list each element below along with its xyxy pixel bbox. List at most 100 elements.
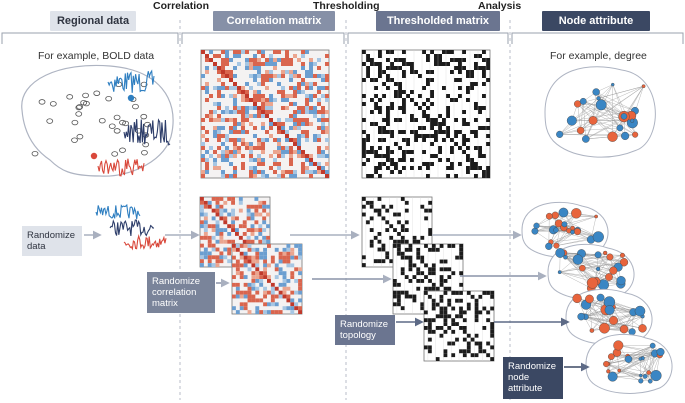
matrix-cell xyxy=(317,146,321,150)
matrix-cell xyxy=(365,220,370,225)
matrix-cell xyxy=(381,204,386,209)
matrix-cell xyxy=(258,204,263,209)
matrix-cell xyxy=(293,102,297,106)
matrix-cell xyxy=(486,126,490,130)
network-node xyxy=(609,316,618,325)
matrix-cell xyxy=(273,62,277,66)
matrix-cell xyxy=(203,212,208,217)
matrix-cell xyxy=(450,150,454,154)
network-edge xyxy=(592,86,644,121)
matrix-cell xyxy=(251,259,256,264)
matrix-cell xyxy=(430,126,434,130)
matrix-cell xyxy=(215,197,220,201)
matrix-cell xyxy=(309,58,313,62)
matrix-cell xyxy=(250,212,255,217)
matrix-cell xyxy=(431,329,436,334)
matrix-cell xyxy=(253,174,257,178)
matrix-cell xyxy=(428,279,432,283)
matrix-cell xyxy=(261,62,265,66)
matrix-cell xyxy=(297,146,301,150)
matrix-cell xyxy=(435,247,440,252)
matrix-cell xyxy=(369,239,374,244)
matrix-cell xyxy=(242,239,247,244)
matrix-cell xyxy=(255,290,260,295)
matrix-cell xyxy=(422,134,426,138)
matrix-cell xyxy=(233,142,237,146)
matrix-cell xyxy=(227,224,232,229)
matrix-cell xyxy=(402,90,406,94)
matrix-cell xyxy=(486,341,491,346)
matrix-cell xyxy=(267,275,271,279)
matrix-cell xyxy=(281,70,285,74)
matrix-cell xyxy=(459,314,463,319)
matrix-cell xyxy=(427,294,432,299)
brain-node xyxy=(93,90,101,96)
matrix-cell xyxy=(242,220,247,225)
matrix-cell xyxy=(443,329,448,334)
matrix-cell xyxy=(386,50,390,54)
matrix-cell xyxy=(447,275,452,279)
matrix-cell xyxy=(265,138,269,142)
matrix-cell xyxy=(438,130,442,134)
matrix-cell xyxy=(438,158,442,162)
network-node xyxy=(603,250,608,256)
matrix-cell xyxy=(370,150,374,154)
matrix-cell xyxy=(273,162,277,166)
matrix-cell xyxy=(427,322,432,326)
brain-node xyxy=(75,111,83,117)
matrix-cell xyxy=(474,66,478,70)
matrix-cell xyxy=(305,98,309,102)
network-node xyxy=(604,305,615,315)
stage-label-correlation: Correlation xyxy=(153,0,210,12)
matrix-cell xyxy=(213,134,217,138)
matrix-cell xyxy=(378,154,382,158)
matrix-cell xyxy=(482,58,486,62)
matrix-cell xyxy=(266,204,270,209)
matrix-cell xyxy=(245,130,249,134)
matrix-cell xyxy=(374,150,378,154)
matrix-cell xyxy=(385,208,390,213)
matrix-cell xyxy=(293,70,297,74)
matrix-cell xyxy=(458,66,462,70)
matrix-cell xyxy=(446,126,450,130)
matrix-cell xyxy=(289,126,293,130)
matrix-cell xyxy=(281,106,285,110)
matrix-cell xyxy=(428,208,432,213)
matrix-cell xyxy=(305,106,309,110)
matrix-cell xyxy=(390,134,394,138)
matrix-cell xyxy=(261,142,265,146)
matrix-cell xyxy=(386,150,390,154)
matrix-cell xyxy=(404,290,409,295)
matrix-cell xyxy=(486,174,490,178)
brain-node xyxy=(119,147,126,153)
matrix-cell xyxy=(389,259,394,264)
network-node xyxy=(638,324,647,333)
matrix-cell xyxy=(233,154,237,158)
matrix-cell xyxy=(270,302,275,307)
network-node xyxy=(589,328,595,333)
matrix-cell xyxy=(455,337,459,342)
matrix-cell xyxy=(211,243,216,248)
matrix-cell xyxy=(474,130,478,134)
matrix-cell xyxy=(398,90,402,94)
matrix-cell xyxy=(365,200,370,205)
matrix-cell xyxy=(277,126,281,130)
matrix-cell xyxy=(229,118,233,122)
matrix-cell xyxy=(490,294,494,299)
matrix-cell xyxy=(378,174,382,178)
matrix-cell xyxy=(378,62,382,66)
matrix-cell xyxy=(378,70,382,74)
matrix-cell xyxy=(313,74,317,78)
network-node xyxy=(572,254,584,265)
matrix-cell xyxy=(238,200,243,205)
matrix-cell xyxy=(245,106,249,110)
matrix-cell xyxy=(207,263,212,267)
matrix-cell xyxy=(281,94,285,98)
matrix-cell xyxy=(325,54,329,58)
matrix-cell xyxy=(382,154,386,158)
matrix-cell xyxy=(203,204,208,209)
matrix-cell xyxy=(215,239,220,244)
matrix-cell xyxy=(398,158,402,162)
matrix-cell xyxy=(377,212,382,217)
matrix-cell xyxy=(278,282,283,287)
